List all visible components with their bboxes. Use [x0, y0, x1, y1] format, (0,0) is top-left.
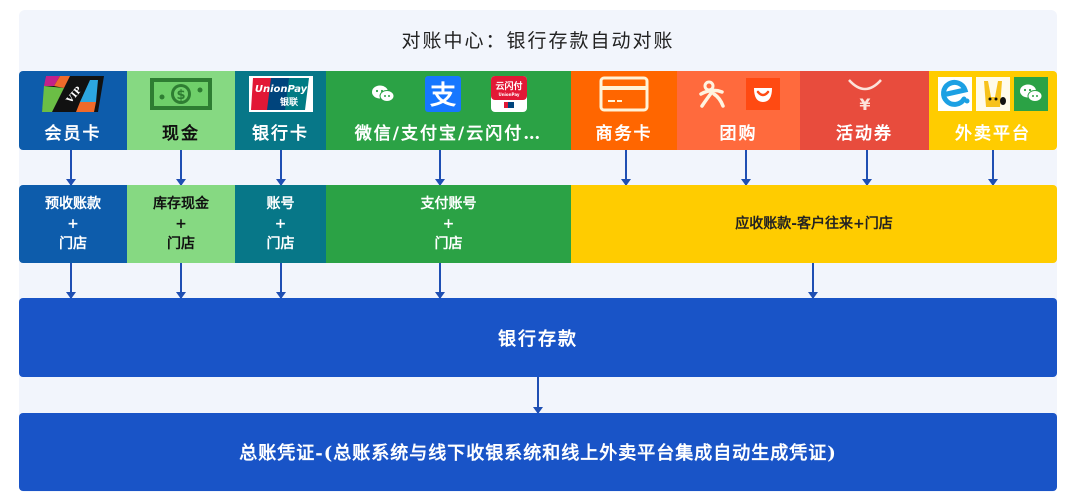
source-label: 团购: [719, 124, 758, 144]
account-receivable: 应收账款-客户往来+门店: [571, 185, 1057, 263]
source-member-card: VIP 会员卡: [19, 71, 127, 150]
meituan-mascot-icon: [976, 77, 1010, 111]
arrow-stock-to-bank: [176, 263, 186, 299]
source-label: 银行卡: [252, 124, 309, 144]
bank-deposit-label: 银行存款: [498, 328, 578, 350]
arrow-bank-to-voucher: [533, 377, 543, 414]
arrow-receivable-to-bank: [808, 263, 818, 299]
accounts-row: 预收账款 + 门店 库存现金 + 门店 账号 + 门店 支付账号 + 门店 应收…: [19, 185, 1057, 263]
account-line: 账号: [266, 196, 295, 212]
source-business-card: 商务卡: [571, 71, 677, 150]
account-prepaid: 预收账款 + 门店: [19, 185, 127, 263]
account-line: 预收账款: [45, 196, 101, 212]
svg-text:云闪付: 云闪付: [495, 80, 522, 92]
bank-deposit-box: 银行存款: [19, 298, 1057, 377]
source-groupon: 团购: [677, 71, 800, 150]
source-label: 商务卡: [595, 124, 653, 144]
arrow-account-to-bank: [276, 263, 286, 299]
account-line: +: [442, 216, 455, 232]
account-account-no: 账号 + 门店: [235, 185, 326, 263]
source-label: 现金: [162, 124, 200, 144]
account-line: +: [67, 216, 79, 232]
account-line: 门店: [266, 236, 295, 252]
general-ledger-voucher-box: 总账凭证-(总账系统与线下收银系统和线上外卖平台集成自动生成凭证): [19, 413, 1057, 491]
svg-text:UnionPay: UnionPay: [498, 92, 519, 97]
account-line: 门店: [59, 236, 87, 252]
account-stock-cash: 库存现金 + 门店: [127, 185, 235, 263]
account-line: 应收账款-客户往来+门店: [735, 216, 893, 232]
arrow-prepaid-to-bank: [66, 263, 76, 299]
payment-sources-row: VIP 会员卡 $ 现金 UnionPay: [19, 71, 1057, 150]
voucher-label: 总账凭证-(总账系统与线下收银系统和线上外卖平台集成自动生成凭证): [239, 443, 837, 464]
svg-text:UnionPay: UnionPay: [254, 84, 307, 95]
arrow-business-to-receivable: [621, 150, 631, 186]
cloud-quickpass-icon: 云闪付 UnionPay: [490, 76, 527, 112]
source-label: 活动券: [836, 124, 893, 144]
account-line: 门店: [434, 236, 463, 252]
eleme-icon: [938, 77, 972, 111]
source-label: 外卖平台: [955, 124, 1031, 144]
wechat-square-icon: [1014, 77, 1048, 111]
source-coupon: ¥ 活动券: [800, 71, 929, 150]
source-mobile-wallets: 支 云闪付 UnionPay 微信/支付宝/云闪付…: [326, 71, 571, 150]
dianping-icon: [698, 80, 725, 108]
source-label: 微信/支付宝/云闪付…: [354, 124, 543, 144]
yen-coupon-icon: ¥: [847, 79, 882, 112]
arrow-groupon-to-receivable: [741, 150, 751, 186]
account-line: +: [274, 216, 287, 232]
svg-text:银联: 银联: [279, 96, 298, 108]
arrow-bankcard-to-account: [276, 150, 286, 186]
arrow-delivery-to-receivable: [988, 150, 998, 186]
account-line: +: [175, 216, 187, 232]
svg-text:$: $: [176, 88, 185, 103]
account-pay-account: 支付账号 + 门店: [326, 185, 571, 263]
source-delivery-platform: 外卖平台: [929, 71, 1057, 150]
arrow-wallet-to-pay-account: [435, 150, 445, 186]
account-line: 门店: [167, 236, 195, 252]
arrow-coupon-to-receivable: [862, 150, 872, 186]
account-line: 库存现金: [153, 196, 209, 212]
svg-text:¥: ¥: [859, 95, 870, 112]
unionpay-icon: UnionPay 银联: [248, 76, 313, 112]
arrow-cash-to-stock: [176, 150, 186, 186]
alipay-icon: 支: [424, 76, 461, 112]
source-cash: $ 现金: [127, 71, 235, 150]
cash-banknote-icon: $: [150, 78, 212, 110]
account-line: 支付账号: [420, 196, 477, 212]
wechat-icon: [371, 85, 394, 102]
source-bank-card: UnionPay 银联 银行卡: [235, 71, 326, 150]
arrow-pay-account-to-bank: [435, 263, 445, 299]
arrow-member-to-prepaid: [66, 150, 76, 186]
credit-card-icon: [599, 76, 649, 112]
vip-card-icon: VIP: [42, 76, 104, 112]
meituan-icon: [745, 78, 780, 110]
svg-text:支: 支: [429, 81, 455, 111]
diagram-title: 对账中心：银行存款自动对账: [401, 29, 675, 52]
source-label: 会员卡: [44, 124, 102, 144]
